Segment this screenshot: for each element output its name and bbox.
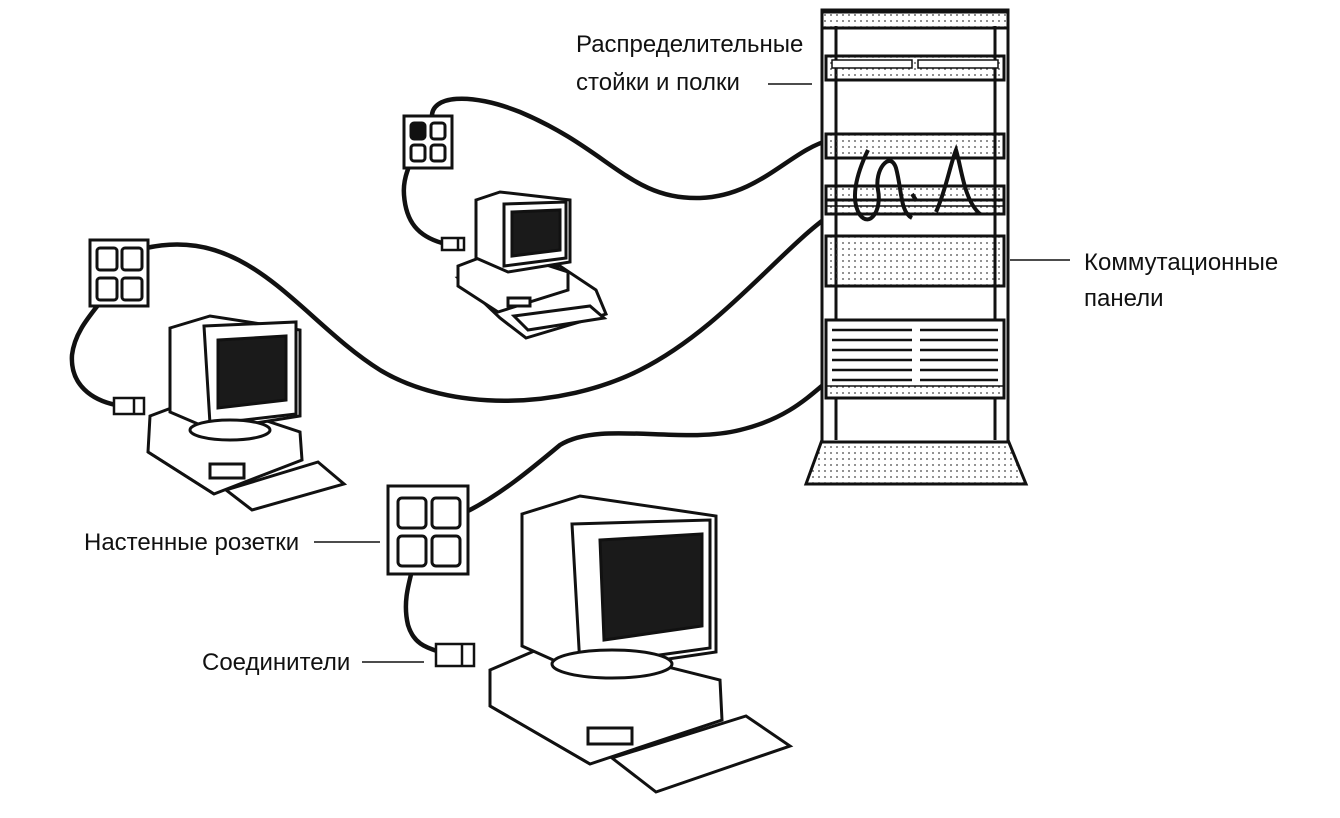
wall-outlet-bottom (386, 484, 470, 576)
rj45-connector-bottom (434, 642, 476, 668)
label-connectors: Соединители (202, 649, 350, 676)
monitor-screen-bottom (598, 532, 704, 642)
distribution-shelf (824, 54, 1006, 82)
cable-top-workstation-to-rack (429, 96, 833, 201)
workstation-left (146, 314, 348, 512)
monitor-screen-top (510, 208, 562, 258)
label-patch-panels-line2: панели (1084, 285, 1164, 312)
cable-bottom-workstation-to-rack (463, 372, 838, 515)
label-racks-line1: Распределительные (576, 31, 803, 58)
workstation-top (454, 190, 609, 340)
wall-outlet-left (88, 238, 150, 308)
callout-leaders (314, 83, 1070, 663)
rj45-connector-top (440, 236, 466, 252)
patch-cords-scribble (852, 143, 982, 222)
label-wall-outlets: Настенные розетки (84, 529, 299, 556)
network-switch-unit (824, 318, 1006, 400)
label-racks-line2: стойки и полки (576, 69, 740, 96)
patch-panel-1 (824, 132, 1006, 160)
rj45-connector-left (112, 396, 146, 416)
cable-left-workstation-to-rack (143, 212, 833, 403)
distribution-rack (803, 8, 1029, 486)
monitor-screen-left (216, 334, 288, 410)
label-patch-panels-line1: Коммутационные (1084, 249, 1278, 276)
patch-panel-3 (824, 234, 1006, 288)
workstation-bottom (488, 494, 794, 794)
wall-outlet-top (402, 114, 454, 170)
